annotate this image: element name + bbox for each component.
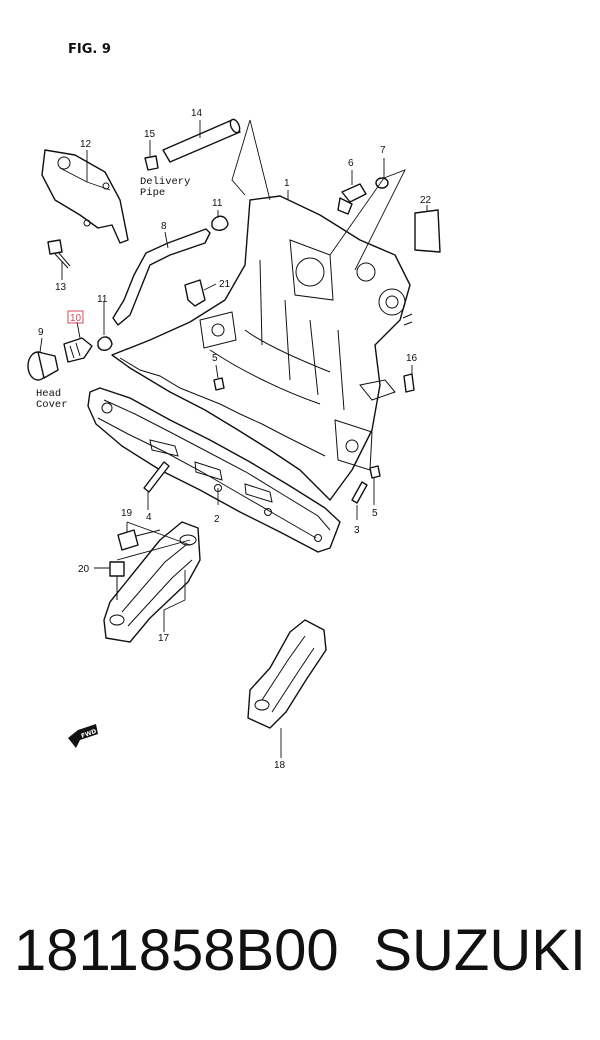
callout-11a: 11 xyxy=(97,294,108,305)
callout-8: 8 xyxy=(161,221,167,232)
stud-16 xyxy=(403,373,415,393)
nut-5b xyxy=(369,465,381,479)
bolt-13 xyxy=(47,239,71,269)
callout-13: 13 xyxy=(55,282,67,293)
clamp-11b xyxy=(211,215,229,231)
callout-21: 21 xyxy=(219,279,231,290)
callout-4: 4 xyxy=(146,512,152,523)
callout-3: 3 xyxy=(354,525,360,536)
caption-bar xyxy=(0,870,600,1040)
delivery-pipe-label-line2: Pipe xyxy=(140,187,165,199)
bolt-19 xyxy=(117,529,161,551)
callout-18: 18 xyxy=(274,760,286,771)
callout-2: 2 xyxy=(214,514,220,525)
bracket-12 xyxy=(41,149,129,244)
callout-5a: 5 xyxy=(212,353,218,364)
diagram-canvas: FIG. 9 xyxy=(27,42,441,771)
sensor-6 xyxy=(337,183,367,215)
vacuum-hose xyxy=(112,228,211,326)
figure-title: FIG. 9 xyxy=(68,42,111,57)
callout-10-highlight xyxy=(67,310,84,324)
exploded-parts-diagram: FIG. 9 xyxy=(27,42,441,771)
callout-20: 20 xyxy=(78,564,90,575)
head-cover-label-line2: Cover xyxy=(36,399,68,411)
callout-10: 10 xyxy=(70,313,82,324)
callout-11b: 11 xyxy=(212,198,223,209)
fwd-arrow-icon: FWD xyxy=(68,724,98,748)
union-21 xyxy=(184,279,206,307)
brand-name: SUZUKI xyxy=(373,918,586,983)
plate-22 xyxy=(414,209,441,253)
bracket-hole xyxy=(57,156,71,170)
head-cover-label-line1: Head xyxy=(36,388,61,400)
callout-7: 7 xyxy=(380,145,386,156)
part-number: 1811858B00 xyxy=(14,918,339,983)
callout-16: 16 xyxy=(406,353,418,364)
intake-manifold xyxy=(111,195,413,501)
delivery-pipe-label-line1: Delivery xyxy=(140,176,190,188)
callout-19: 19 xyxy=(121,508,133,519)
hose-end xyxy=(229,118,241,134)
bracket-18 xyxy=(247,619,327,729)
stud-4 xyxy=(143,461,170,493)
callout-6: 6 xyxy=(348,158,354,169)
pcv-valve xyxy=(63,337,93,363)
callout-15: 15 xyxy=(144,129,156,140)
manifold-gasket xyxy=(87,387,341,553)
bolt-20 xyxy=(109,561,125,600)
callouts: 1 2 3 4 5 5 6 7 8 9 10 11 11 12 13 14 15… xyxy=(38,108,432,771)
callout-1: 1 xyxy=(284,178,290,189)
grommet xyxy=(27,351,59,381)
clamp-11a xyxy=(97,336,113,351)
callout-14: 14 xyxy=(191,108,203,119)
stud-3 xyxy=(351,481,368,504)
nut-5a xyxy=(213,377,225,391)
hose-delivery xyxy=(162,119,241,163)
callout-17: 17 xyxy=(158,633,170,644)
callout-5b: 5 xyxy=(372,508,378,519)
leader-lines xyxy=(39,119,428,758)
callout-9: 9 xyxy=(38,327,44,338)
callout-22: 22 xyxy=(420,195,432,206)
svg-text:FWD: FWD xyxy=(80,728,97,740)
bracket-17 xyxy=(103,521,201,643)
connector-15 xyxy=(144,155,159,171)
callout-12: 12 xyxy=(80,139,92,150)
